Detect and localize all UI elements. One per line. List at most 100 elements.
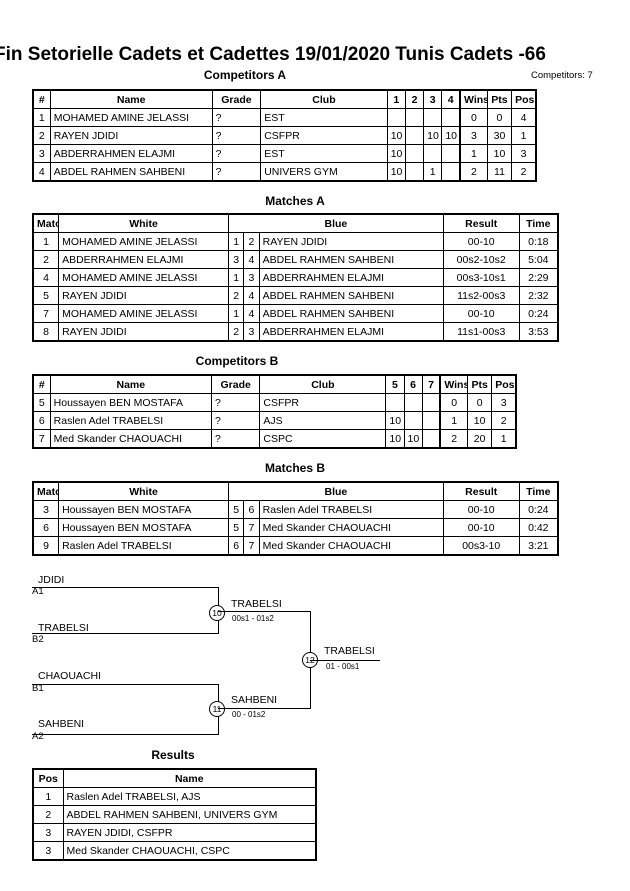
col-header: 7 xyxy=(421,374,441,394)
cell-pos: 2 xyxy=(491,411,517,430)
cell-num: 7 xyxy=(32,429,51,449)
cell-name: ABDERRAHMEN ELAJMI xyxy=(49,144,213,163)
cell-white: MOHAMED AMINE JELASSI xyxy=(58,304,229,323)
col-header: Club xyxy=(259,374,387,394)
bracket-score: 00 - 01s2 xyxy=(232,710,266,719)
matches-b-table: Match White Blue Result Time 3 Houssayen… xyxy=(32,481,559,556)
bracket-winner-name: TRABELSI xyxy=(231,598,282,610)
matches-b-title: Matches B xyxy=(264,461,326,475)
cell-name: RAYEN JDIDI xyxy=(49,126,213,145)
col-header: Result xyxy=(442,481,520,501)
table-row: 4 ABDEL RAHMEN SAHBENI ? UNIVERS GYM 10 … xyxy=(32,162,537,182)
cell-score xyxy=(421,429,441,449)
cell-score: 10 xyxy=(386,162,406,182)
cell-blue-num: 4 xyxy=(243,286,260,305)
cell-score xyxy=(404,126,425,145)
col-header: Match xyxy=(32,481,60,501)
cell-num: 6 xyxy=(32,411,51,430)
cell-pts: 11 xyxy=(486,162,513,182)
cell-time: 0:24 xyxy=(518,304,559,323)
table-row: 5 Houssayen BEN MOSTAFA ? CSFPR 0 0 3 xyxy=(32,393,517,412)
cell-white-num: 2 xyxy=(227,322,245,342)
cell-score xyxy=(385,393,405,412)
cell-blue-num: 6 xyxy=(243,500,260,519)
cell-grade: ? xyxy=(211,162,262,182)
col-header: Grade xyxy=(210,374,261,394)
table-row: 3 Houssayen BEN MOSTAFA 5 6 Raslen Adel … xyxy=(32,500,559,519)
cell-match: 1 xyxy=(32,232,60,251)
competitors-b-table: # Name Grade Club 5 6 7 Wins Pts Pos 5 H… xyxy=(32,374,517,449)
bracket-entry-seed: B2 xyxy=(32,634,44,645)
cell-time: 0:42 xyxy=(518,518,559,537)
col-header: Result xyxy=(442,213,520,233)
cell-grade: ? xyxy=(210,411,261,430)
cell-white-num: 2 xyxy=(227,286,245,305)
cell-white: ABDERRAHMEN ELAJMI xyxy=(58,250,229,269)
col-header: Blue xyxy=(227,213,444,233)
cell-result: 00-10 xyxy=(442,304,520,323)
cell-club: CSPC xyxy=(259,429,387,449)
competitors-b-title: Competitors B xyxy=(195,354,279,368)
cell-pos: 3 xyxy=(511,144,537,163)
cell-time: 0:24 xyxy=(518,500,559,519)
cell-match: 8 xyxy=(32,322,60,342)
table-row: 6 Raslen Adel TRABELSI ? AJS 10 1 10 2 xyxy=(32,411,517,430)
cell-white-num: 1 xyxy=(227,232,245,251)
table-row: 6 Houssayen BEN MOSTAFA 5 7 Med Skander … xyxy=(32,518,559,537)
cell-match: 6 xyxy=(32,518,60,537)
match-number-badge: 10 xyxy=(209,605,225,621)
table-row: 2 ABDEL RAHMEN SAHBENI, UNIVERS GYM xyxy=(32,805,317,824)
results-table: Pos Name 1 Raslen Adel TRABELSI, AJS 2 A… xyxy=(32,768,317,861)
table-row: 1 MOHAMED AMINE JELASSI 1 2 RAYEN JDIDI … xyxy=(32,232,559,251)
bracket-entry-name: CHAOUACHI xyxy=(38,670,102,682)
cell-white-num: 1 xyxy=(227,268,245,287)
cell-club: AJS xyxy=(259,411,387,430)
cell-result: 00s2-10s2 xyxy=(442,250,520,269)
cell-name: Raslen Adel TRABELSI, AJS xyxy=(62,787,317,806)
cell-num: 1 xyxy=(32,108,51,127)
col-header: 1 xyxy=(386,89,406,109)
cell-name: Raslen Adel TRABELSI xyxy=(49,411,212,430)
cell-score: 10 xyxy=(385,429,405,449)
cell-blue: RAYEN JDIDI xyxy=(258,232,444,251)
table-row: 7 MOHAMED AMINE JELASSI 1 4 ABDEL RAHMEN… xyxy=(32,304,559,323)
cell-pos: 1 xyxy=(511,126,537,145)
col-header: Grade xyxy=(211,89,262,109)
cell-time: 5:04 xyxy=(518,250,559,269)
table-row: 7 Med Skander CHAOUACHI ? CSPC 10 10 2 2… xyxy=(32,429,517,449)
cell-white: Houssayen BEN MOSTAFA xyxy=(58,518,229,537)
col-header: Blue xyxy=(227,481,444,501)
col-header: White xyxy=(58,481,229,501)
col-header: Pos xyxy=(32,768,64,788)
cell-result: 11s2-00s3 xyxy=(442,286,520,305)
cell-match: 4 xyxy=(32,268,60,287)
col-header: Time xyxy=(518,213,559,233)
cell-match: 3 xyxy=(32,500,60,519)
table-row: 1 Raslen Adel TRABELSI, AJS xyxy=(32,787,317,806)
cell-time: 3:53 xyxy=(518,322,559,342)
col-header: Pts xyxy=(486,89,513,109)
cell-wins: 0 xyxy=(439,393,469,412)
col-header: Name xyxy=(49,89,213,109)
cell-white: MOHAMED AMINE JELASSI xyxy=(58,232,229,251)
bracket-line xyxy=(310,660,380,661)
cell-club: UNIVERS GYM xyxy=(260,162,388,182)
col-header: Pos xyxy=(491,374,517,394)
col-header: 2 xyxy=(404,89,425,109)
cell-blue-num: 3 xyxy=(243,268,260,287)
col-header: Time xyxy=(518,481,559,501)
bracket-entry-seed: B1 xyxy=(32,683,44,694)
cell-grade: ? xyxy=(211,144,262,163)
cell-blue: ABDEL RAHMEN SAHBENI xyxy=(258,304,444,323)
cell-score: 10 xyxy=(385,411,405,430)
cell-white-num: 5 xyxy=(227,500,245,519)
cell-num: 3 xyxy=(32,144,51,163)
table-row: 5 RAYEN JDIDI 2 4 ABDEL RAHMEN SAHBENI 1… xyxy=(32,286,559,305)
page-title: Fin Setorielle Cadets et Cadettes 19/01/… xyxy=(0,44,546,65)
col-header: White xyxy=(58,213,229,233)
cell-match: 5 xyxy=(32,286,60,305)
cell-score xyxy=(403,411,423,430)
cell-result: 00s3-10s1 xyxy=(442,268,520,287)
cell-blue-num: 7 xyxy=(243,518,260,537)
cell-time: 0:18 xyxy=(518,232,559,251)
